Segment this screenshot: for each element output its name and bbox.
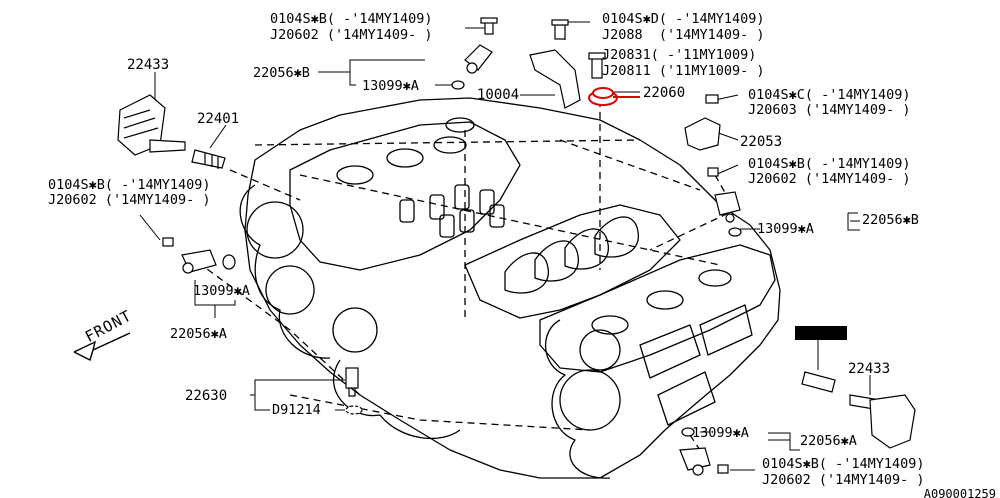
- label-top-sensor-a: 0104S✱B( -'14MY1409): [270, 11, 433, 27]
- label-j20811: J20811 ('11MY1009- ): [602, 63, 765, 79]
- manifold-runner: [534, 240, 579, 282]
- block-window: [657, 371, 716, 426]
- left-head-port: [386, 148, 424, 168]
- right-head-port: [698, 269, 732, 287]
- crank-sensor-top: [464, 44, 493, 74]
- diagram-code: A090001259: [923, 487, 996, 498]
- left-head-port: [433, 136, 467, 154]
- label-22053: 22053: [740, 134, 783, 150]
- label-right-c-b: J20603 ('14MY1409- ): [748, 102, 911, 118]
- label-22401: 22401: [197, 111, 240, 127]
- engine-outline: [244, 97, 781, 479]
- pulley: [246, 201, 304, 259]
- bolt-icon: [162, 237, 174, 247]
- label-22433-top: 22433: [127, 57, 170, 73]
- front-bulge: [544, 319, 611, 479]
- label-bottom-13099: 13099✱A: [692, 425, 749, 441]
- washer-icon: [345, 405, 363, 415]
- sensor-22056B-right: [714, 191, 741, 223]
- ignition-coil-top: [117, 94, 186, 156]
- sensor-22056A-left: [181, 249, 217, 274]
- temp-sensor-22630: [345, 367, 359, 397]
- spark-plug-top: [191, 149, 226, 169]
- label-j20831: J20831( -'11MY1009): [602, 47, 757, 63]
- block-window: [639, 324, 701, 379]
- manifold-runner: [564, 228, 609, 270]
- o-ring-icon: [728, 227, 742, 237]
- label-right-13099: 13099✱A: [757, 221, 814, 237]
- left-head: [289, 121, 521, 271]
- pulley: [265, 265, 315, 315]
- o-ring-icon: [222, 254, 236, 270]
- right-head: [539, 244, 776, 373]
- cam-sensor-22053: [684, 117, 721, 151]
- bolt-icon: [588, 52, 606, 79]
- pulley: [332, 307, 378, 353]
- label-top-13099: 13099✱A: [362, 78, 419, 94]
- dashed-guides: [187, 100, 736, 451]
- label-bottom-22056: 22056✱A: [800, 433, 857, 449]
- redaction-bar: [795, 326, 847, 340]
- label-10004: 10004: [477, 87, 520, 103]
- bolt-icon: [717, 464, 729, 474]
- label-top-22056: 22056✱B: [253, 65, 310, 81]
- block-window: [699, 304, 753, 356]
- timing-cover: [239, 184, 331, 359]
- bracket-10004: [529, 19, 581, 109]
- front-pulley: [559, 369, 621, 431]
- label-bottom-b-b: J20602 ('14MY1409- ): [762, 472, 925, 488]
- label-left-b-b: J20602 ('14MY1409- ): [48, 192, 211, 208]
- label-22060: 22060: [643, 85, 686, 101]
- manifold-runner: [504, 252, 549, 294]
- label-right-b-b: J20602 ('14MY1409- ): [748, 171, 911, 187]
- label-right-b-a: 0104S✱B( -'14MY1409): [748, 156, 911, 172]
- label-22433-bottom: 22433: [848, 361, 891, 377]
- ignition-coil-bottom: [849, 394, 916, 449]
- label-mid-sensor-b: J2088 ('14MY1409- ): [602, 27, 765, 43]
- label-right-c-a: 0104S✱C( -'14MY1409): [748, 87, 911, 103]
- o-ring-icon: [681, 427, 695, 437]
- bolt-icon: [480, 17, 498, 35]
- knock-sensor-22060: [588, 87, 640, 106]
- bolt-icon: [705, 94, 719, 104]
- label-d91214: D91214: [272, 402, 321, 418]
- crank-cover: [333, 359, 461, 440]
- front-pulley: [579, 329, 621, 371]
- sensor-22056A-bottom: [679, 447, 711, 476]
- left-head-port: [445, 117, 475, 133]
- label-left-22056: 22056✱A: [170, 326, 227, 342]
- manifold-runner: [594, 216, 639, 258]
- intake-manifold: [464, 204, 681, 319]
- front-arrow-icon: [73, 332, 131, 361]
- label-top-sensor-b: J20602 ('14MY1409- ): [270, 27, 433, 43]
- spark-plug-bottom: [801, 371, 836, 393]
- left-head-port: [336, 165, 374, 185]
- o-ring-icon: [451, 80, 465, 90]
- label-mid-sensor-a: 0104S✱D( -'14MY1409): [602, 11, 765, 27]
- components: [117, 17, 916, 476]
- valve-lifters: [399, 184, 505, 238]
- label-left-13099: 13099✱A: [193, 283, 250, 299]
- label-22630: 22630: [185, 388, 228, 404]
- bolt-icon: [707, 167, 719, 177]
- label-right-22056: 22056✱B: [862, 212, 919, 228]
- right-head-port: [646, 290, 684, 310]
- label-bottom-b-a: 0104S✱B( -'14MY1409): [762, 456, 925, 472]
- right-head-port: [591, 315, 629, 335]
- label-left-b-a: 0104S✱B( -'14MY1409): [48, 177, 211, 193]
